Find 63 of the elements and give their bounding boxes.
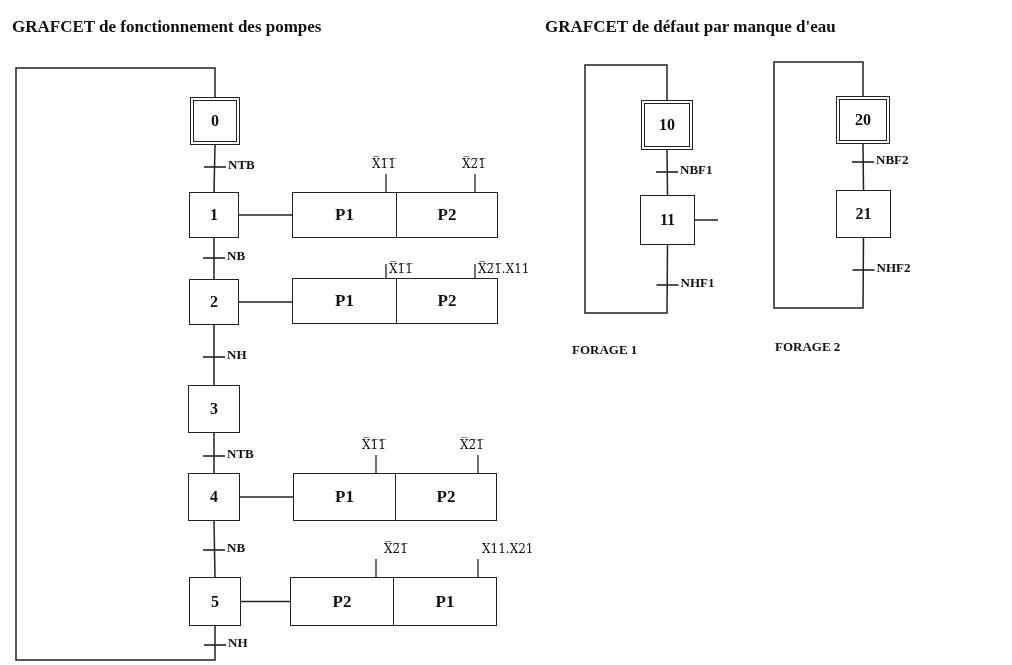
connector-line — [584, 64, 669, 314]
step-number: 2 — [210, 293, 218, 311]
step-box — [836, 190, 891, 238]
step-box — [188, 473, 240, 521]
action-box — [293, 473, 396, 521]
connector-line — [213, 324, 215, 386]
action-label: P1 — [335, 205, 354, 225]
action-label: P2 — [436, 487, 456, 507]
connector-line — [238, 214, 293, 216]
step-number: 11 — [659, 211, 676, 229]
step-number: 10 — [659, 116, 675, 134]
section-title: GRAFCET de fonctionnement des pompes — [12, 17, 322, 37]
connector-line — [213, 237, 215, 280]
condition-label: X̅1̅1̅ — [389, 261, 413, 277]
action-box — [292, 192, 397, 238]
step-number: 1 — [210, 206, 218, 224]
connector-line — [694, 219, 719, 221]
initial-step-box — [641, 100, 693, 150]
action-box — [292, 278, 397, 324]
connector-line — [240, 600, 291, 603]
section-caption: FORAGE 1 — [572, 342, 638, 358]
action-label: P2 — [332, 591, 352, 612]
step-box — [188, 385, 240, 433]
condition-label: X̅2̅1̅ — [460, 437, 484, 453]
section-caption: FORAGE 2 — [775, 339, 841, 355]
step-box — [189, 577, 241, 626]
step-box — [189, 279, 239, 325]
condition-label: X̅1̅1̅ — [372, 156, 396, 172]
connector-line — [213, 144, 216, 193]
initial-step-box — [836, 96, 890, 144]
action-box — [396, 192, 498, 238]
connector-line — [213, 432, 215, 474]
action-label: P1 — [335, 487, 354, 507]
action-label: P2 — [437, 205, 457, 225]
connector-line — [213, 520, 216, 578]
connector-line — [239, 496, 294, 498]
section-title: GRAFCET de défaut par manque d'eau — [545, 17, 836, 37]
step-number: 0 — [211, 112, 219, 130]
connector-line — [666, 149, 669, 196]
step-box — [189, 192, 239, 238]
condition-label: X11.X21 — [482, 541, 534, 557]
action-box — [290, 577, 394, 626]
action-label: P1 — [335, 291, 354, 311]
condition-label: X̅1̅1̅ — [362, 437, 386, 453]
connector-line — [238, 301, 293, 303]
step-number: 3 — [210, 400, 218, 418]
condition-label: X̅2̅1̅.X11 — [478, 261, 530, 277]
initial-step-box — [190, 97, 240, 145]
action-label: P2 — [437, 291, 457, 311]
step-box — [640, 195, 695, 245]
step-number: 21 — [855, 205, 872, 223]
step-number: 4 — [210, 488, 218, 506]
connector-line — [862, 143, 865, 191]
action-box — [393, 577, 497, 626]
step-number: 5 — [211, 592, 219, 611]
condition-label: X̅2̅1̅ — [384, 541, 408, 557]
connector-line — [15, 67, 216, 661]
connector-line — [773, 61, 865, 309]
action-box — [396, 278, 498, 324]
step-number: 20 — [855, 111, 871, 129]
action-box — [395, 473, 497, 521]
action-label: P1 — [435, 591, 455, 612]
condition-label: X̅2̅1̅ — [462, 156, 486, 172]
